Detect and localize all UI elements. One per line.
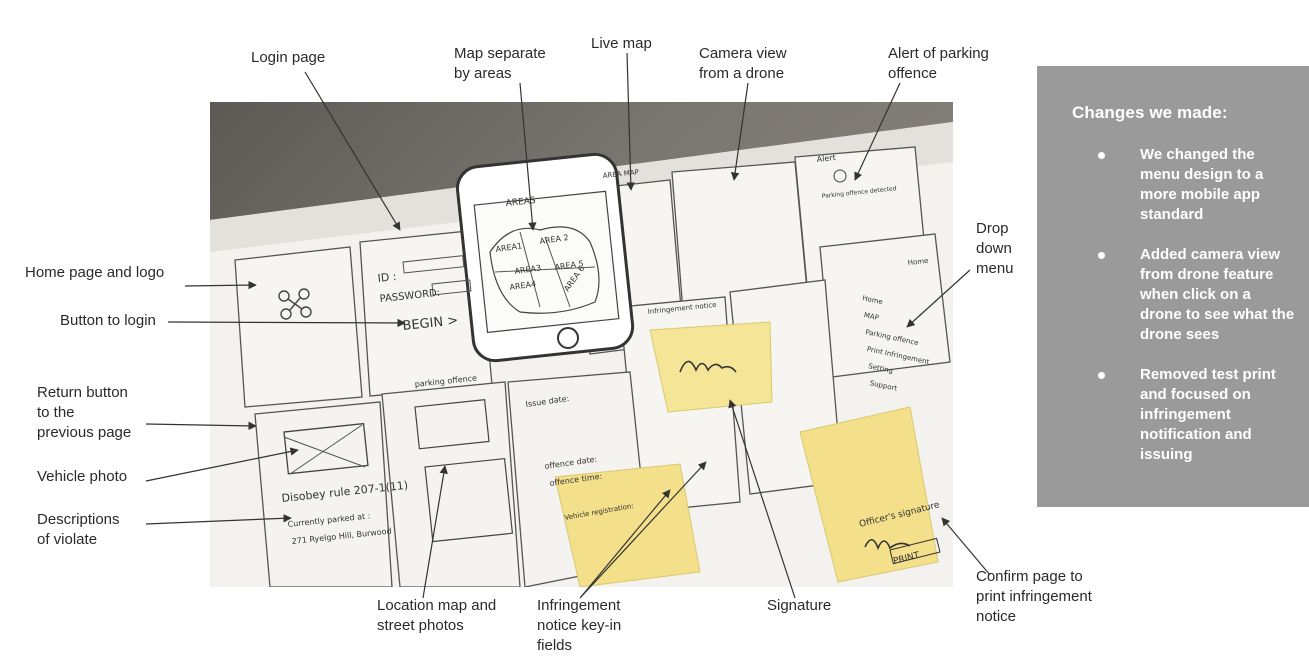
label-login-page: Login page [251, 49, 326, 66]
label-button-login: Button to login [60, 312, 156, 329]
changes-list-item: We changed the menu design to a more mob… [1095, 145, 1295, 225]
label-home-page-logo: Home page and logo [25, 264, 165, 281]
label-camera-view: Camera view from a drone [699, 45, 787, 82]
changes-panel: Changes we made: We changed the menu des… [1037, 66, 1309, 507]
sketch-area-2: AREA 2 [539, 233, 569, 246]
label-signature: Signature [767, 597, 832, 614]
changes-list-item: Added camera view from drone feature whe… [1095, 245, 1295, 345]
sketch-begin: BEGIN > [402, 313, 459, 334]
sketch-menu-item: MAP [863, 311, 879, 322]
sketch-area-3: AREA3 [514, 263, 542, 276]
label-live-map: Live map [591, 35, 652, 52]
label-drop-down-menu: Drop down menu [976, 220, 1014, 277]
sketch-area-1: AREA1 [495, 241, 523, 254]
sketch-alert: Alert [816, 153, 836, 164]
label-infringement-fields: Infringement notice key-in fields [537, 597, 622, 654]
sketch-id-label: ID : [377, 270, 397, 285]
sketch-photo: AREAS AREA1 AREA 2 AREA3 AREA4 AREA 5 AR… [210, 102, 953, 587]
bullet-icon [1098, 252, 1105, 259]
changes-item-text: We changed the menu design to a more mob… [1140, 146, 1264, 223]
label-alert-parking-offence: Alert of parking offence [888, 45, 989, 82]
changes-panel-title: Changes we made: [1072, 103, 1228, 122]
changes-item-text: Added camera view from drone feature whe… [1140, 246, 1295, 343]
label-descriptions: Descriptions of violate [37, 511, 120, 548]
sketch-area-5: AREA 5 [554, 259, 584, 272]
changes-item-text: Removed test print and focused on infrin… [1140, 366, 1276, 463]
changes-list: We changed the menu design to a more mob… [1095, 145, 1295, 485]
bullet-icon [1098, 372, 1105, 379]
sketch-area-4: AREA4 [509, 279, 537, 292]
label-return-button: Return button to the previous page [37, 384, 132, 441]
sketch-area-map: AREA MAP [602, 168, 639, 180]
label-vehicle-photo: Vehicle photo [37, 468, 128, 485]
label-map-separate-areas: Map separate by areas [454, 45, 546, 82]
bullet-icon [1098, 152, 1105, 159]
sketch-home: Home [907, 257, 928, 267]
label-confirm-page: Confirm page to print infringement notic… [976, 568, 1092, 625]
changes-list-item: Removed test print and focused on infrin… [1095, 365, 1295, 465]
label-location-map: Location map and street photos [377, 597, 497, 634]
